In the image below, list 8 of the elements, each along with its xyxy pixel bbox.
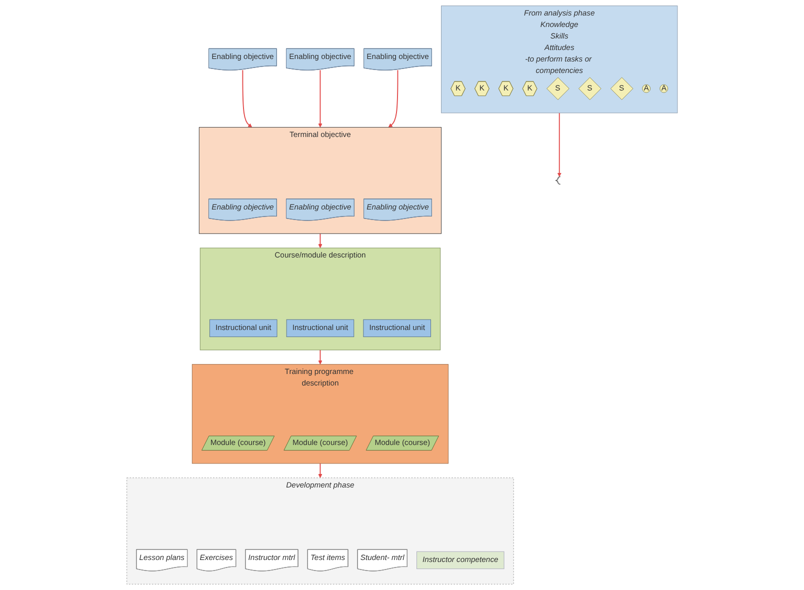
node-bracket xyxy=(554,176,561,185)
arrow xyxy=(242,70,252,128)
arrow xyxy=(318,233,322,248)
arrow xyxy=(388,70,398,128)
arrow xyxy=(318,350,322,365)
arrow xyxy=(318,463,322,478)
arrow xyxy=(318,70,322,128)
arrow xyxy=(557,112,562,177)
